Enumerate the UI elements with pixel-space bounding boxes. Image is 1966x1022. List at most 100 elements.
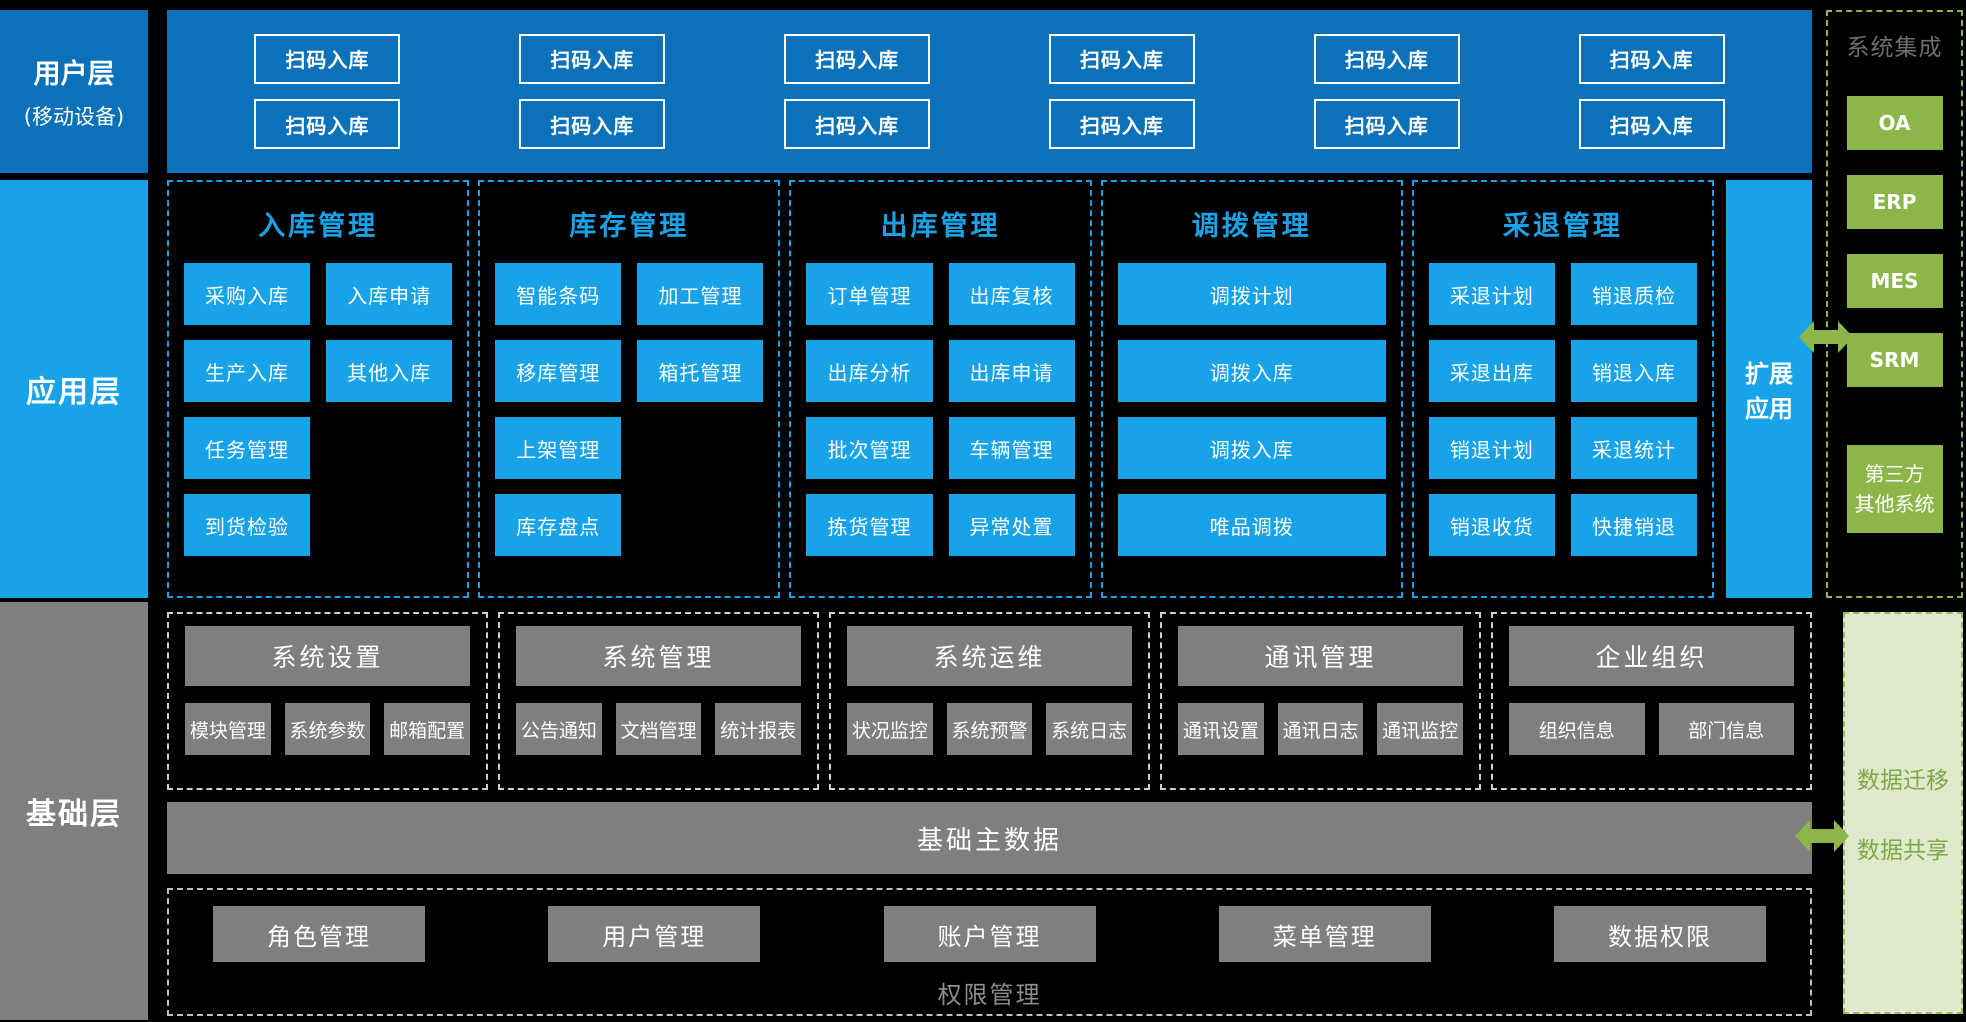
module-box: 异常处置 xyxy=(948,494,1075,556)
base-section-2: 系统运维状况监控系统预警系统日志 xyxy=(829,612,1150,790)
module-box: 通讯日志 xyxy=(1277,703,1364,755)
data-sync-arrow-icon xyxy=(1795,820,1849,852)
app-section-4: 采退管理采退计划销退质检采退出库销退入库销退计划采退统计销退收货快捷销退 xyxy=(1411,180,1715,598)
module-box: 部门信息 xyxy=(1658,703,1794,755)
module-box: 智能条码 xyxy=(495,263,622,325)
app-section-1: 库存管理智能条码加工管理移库管理箱托管理上架管理库存盘点 xyxy=(478,180,781,598)
module-box: 系统参数 xyxy=(284,703,371,755)
module-box: 任务管理 xyxy=(184,417,311,479)
system-integration-title: 系统集成 xyxy=(1846,35,1943,61)
layer-label-user: 用户层 (移动设备) xyxy=(0,10,148,173)
scan-button: 扫码入库 xyxy=(1578,99,1725,150)
data-sharing-label: 数据共享 xyxy=(1857,838,1949,864)
scan-button: 扫码入库 xyxy=(1578,33,1725,84)
base-section-0: 系统设置模块管理系统参数邮箱配置 xyxy=(167,612,488,790)
module-box: 通讯监控 xyxy=(1377,703,1464,755)
module-box: 采购入库 xyxy=(184,263,311,325)
base-section-items: 公告通知文档管理统计报表 xyxy=(516,703,802,755)
app-section-grid: 智能条码加工管理移库管理箱托管理上架管理库存盘点 xyxy=(495,263,764,556)
module-box: 上架管理 xyxy=(495,417,622,479)
module-box: 销退计划 xyxy=(1428,417,1555,479)
data-migration-label: 数据迁移 xyxy=(1857,768,1949,794)
module-box: 文档管理 xyxy=(615,703,702,755)
app-section-title: 出库管理 xyxy=(880,211,1001,242)
module-box: 采退出库 xyxy=(1428,340,1555,402)
module-box: 模块管理 xyxy=(185,703,271,755)
module-box: 统计报表 xyxy=(715,703,802,755)
app-section-title: 入库管理 xyxy=(258,211,379,242)
permission-module-box: 菜单管理 xyxy=(1218,906,1431,962)
module-box: 箱托管理 xyxy=(637,340,764,402)
module-box: 出库分析 xyxy=(806,340,933,402)
scan-button: 扫码入库 xyxy=(1313,33,1460,84)
app-section-0: 入库管理采购入库入库申请生产入库其他入库任务管理到货检验 xyxy=(167,180,470,598)
app-section-grid: 调拨计划调拨入库调拨入库唯品调拨 xyxy=(1117,263,1386,556)
module-box: 车辆管理 xyxy=(948,417,1075,479)
base-section-title: 系统运维 xyxy=(847,626,1132,686)
app-section-title: 库存管理 xyxy=(569,211,690,242)
grid-spacer xyxy=(326,494,452,556)
user-layer-title: 用户层 xyxy=(33,59,115,90)
module-box: 调拨计划 xyxy=(1117,263,1386,325)
extension-app-label: 扩展 应用 xyxy=(1745,360,1794,423)
app-section-grid: 采购入库入库申请生产入库其他入库任务管理到货检验 xyxy=(184,263,453,556)
permission-module-box: 数据权限 xyxy=(1554,906,1766,962)
app-section-2: 出库管理订单管理出库复核出库分析出库申请批次管理车辆管理拣货管理异常处置 xyxy=(789,180,1092,598)
scan-button: 扫码入库 xyxy=(1048,33,1195,84)
base-section-3: 通讯管理通讯设置通讯日志通讯监控 xyxy=(1160,612,1481,790)
module-box: 订单管理 xyxy=(806,263,933,325)
base-section-items: 组织信息部门信息 xyxy=(1509,703,1794,755)
module-box: 系统日志 xyxy=(1046,703,1133,755)
scan-button: 扫码入库 xyxy=(1048,99,1195,150)
module-box: 调拨入库 xyxy=(1117,417,1386,479)
integration-system-box: 第三方 其他系统 xyxy=(1846,445,1943,533)
base-section-4: 企业组织组织信息部门信息 xyxy=(1491,612,1812,790)
grid-spacer xyxy=(326,417,452,479)
module-box: 拣货管理 xyxy=(806,494,933,556)
app-section-grid: 订单管理出库复核出库分析出库申请批次管理车辆管理拣货管理异常处置 xyxy=(806,263,1075,556)
application-layer-band: 入库管理采购入库入库申请生产入库其他入库任务管理到货检验库存管理智能条码加工管理… xyxy=(167,180,1813,598)
app-section-grid: 采退计划销退质检采退出库销退入库销退计划采退统计销退收货快捷销退 xyxy=(1428,263,1698,556)
module-box: 唯品调拨 xyxy=(1117,494,1386,556)
module-box: 快捷销退 xyxy=(1570,494,1698,556)
master-data-bar: 基础主数据 xyxy=(167,802,1812,874)
scan-button: 扫码入库 xyxy=(254,33,401,84)
module-box: 移库管理 xyxy=(495,340,622,402)
base-section-title: 企业组织 xyxy=(1509,626,1794,686)
module-box: 状况监控 xyxy=(847,703,933,755)
module-box: 加工管理 xyxy=(637,263,764,325)
base-section-items: 状况监控系统预警系统日志 xyxy=(847,703,1133,755)
base-section-title: 系统管理 xyxy=(516,626,801,686)
module-box: 公告通知 xyxy=(516,703,602,755)
scan-button: 扫码入库 xyxy=(519,33,666,84)
permission-management-group: 角色管理用户管理账户管理菜单管理数据权限 权限管理 xyxy=(167,888,1812,1016)
scan-button: 扫码入库 xyxy=(519,99,666,150)
module-box: 销退入库 xyxy=(1570,340,1698,402)
module-box: 批次管理 xyxy=(806,417,933,479)
extension-app-block: 扩展 应用 xyxy=(1726,180,1813,598)
module-box: 采退计划 xyxy=(1428,263,1555,325)
user-layer-subtitle: (移动设备) xyxy=(23,105,125,129)
scan-button: 扫码入库 xyxy=(784,33,931,84)
integration-system-box: SRM xyxy=(1846,333,1943,387)
module-box: 调拨入库 xyxy=(1117,340,1386,402)
integration-system-box: OA xyxy=(1846,96,1943,150)
module-box: 生产入库 xyxy=(184,340,311,402)
scan-button: 扫码入库 xyxy=(784,99,931,150)
module-box: 采退统计 xyxy=(1570,417,1698,479)
module-box: 库存盘点 xyxy=(495,494,622,556)
scan-button-grid: 扫码入库扫码入库扫码入库扫码入库扫码入库扫码入库扫码入库扫码入库扫码入库扫码入库… xyxy=(167,10,1812,173)
base-sections-row: 系统设置模块管理系统参数邮箱配置系统管理公告通知文档管理统计报表系统运维状况监控… xyxy=(167,612,1812,790)
module-box: 销退收货 xyxy=(1428,494,1555,556)
base-section-title: 系统设置 xyxy=(185,626,470,686)
base-section-title: 通讯管理 xyxy=(1178,626,1463,686)
module-box: 邮箱配置 xyxy=(384,703,471,755)
permission-module-box: 账户管理 xyxy=(883,906,1096,962)
layer-label-application: 应用层 xyxy=(0,180,148,598)
permission-items-row: 角色管理用户管理账户管理菜单管理数据权限 xyxy=(213,906,1766,962)
app-section-title: 采退管理 xyxy=(1502,211,1623,242)
module-box: 出库申请 xyxy=(948,340,1075,402)
permission-module-box: 角色管理 xyxy=(213,906,425,962)
grid-spacer xyxy=(637,494,763,556)
